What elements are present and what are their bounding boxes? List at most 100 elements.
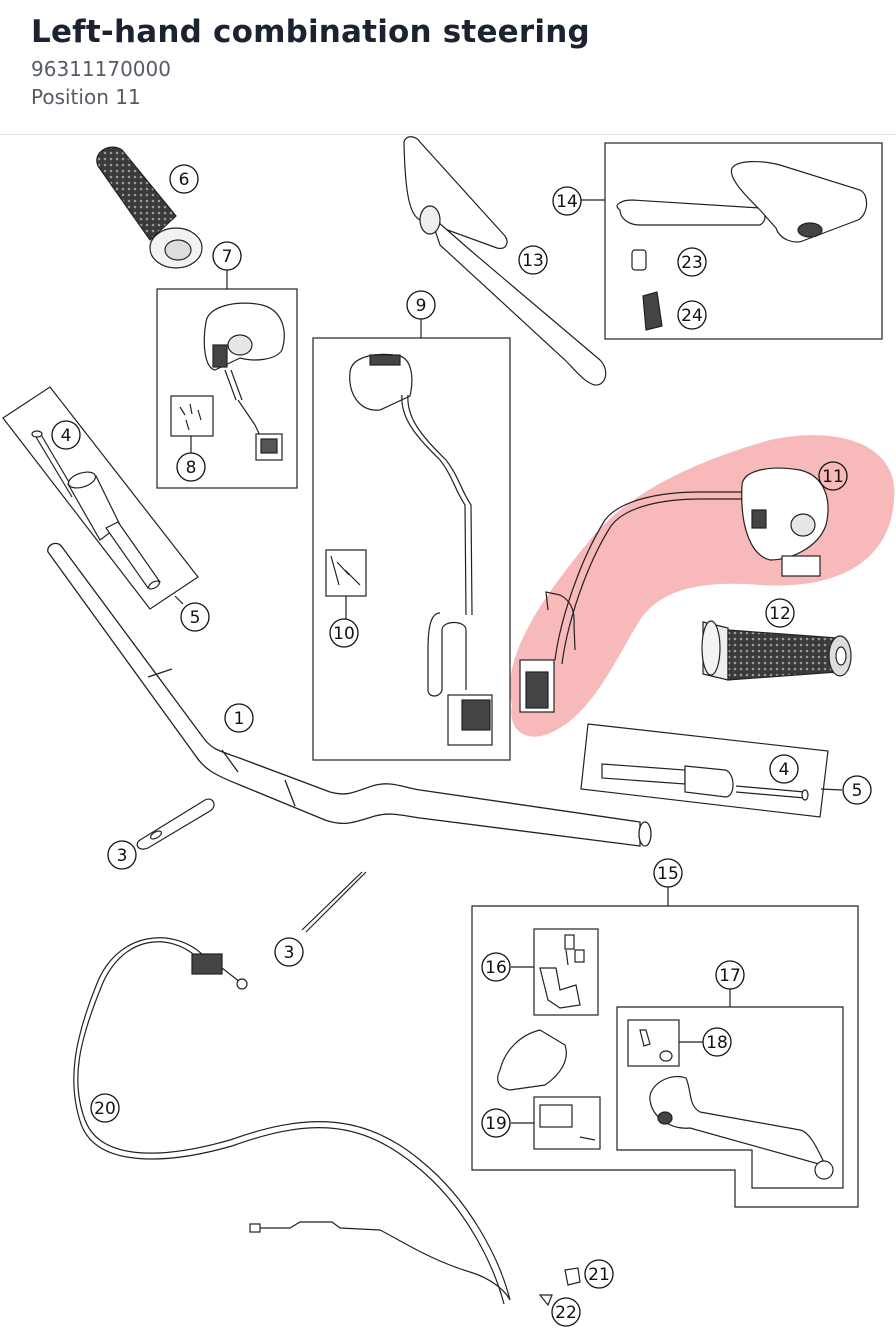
switch-9-drawing	[330, 353, 493, 746]
box-part-16	[533, 928, 599, 1016]
callout-c17[interactable]: 17	[715, 960, 745, 990]
callout-label: 22	[555, 1303, 577, 1323]
callout-label: 11	[822, 467, 844, 487]
callout-c4a[interactable]: 4	[51, 420, 81, 450]
callout-c24[interactable]: 24	[677, 300, 707, 330]
callout-circle	[212, 241, 242, 271]
callout-circle	[176, 452, 206, 482]
grip-right-drawing	[701, 620, 852, 681]
callout-circle	[677, 247, 707, 277]
callout-c1[interactable]: 1	[224, 703, 254, 733]
callout-circle	[107, 840, 137, 870]
callout-label: 15	[657, 864, 679, 884]
callout-label: 12	[769, 604, 791, 624]
callout-circle	[329, 618, 359, 648]
cable-tie-drawing	[301, 871, 367, 933]
callout-circle	[90, 1093, 120, 1123]
callout-label: 4	[779, 760, 790, 780]
callout-c9[interactable]: 9	[406, 290, 436, 320]
callout-circle	[224, 703, 254, 733]
callout-label: 5	[190, 608, 201, 628]
callout-label: 21	[588, 1265, 610, 1285]
callout-c23[interactable]: 23	[677, 247, 707, 277]
position-label: Position 11	[31, 85, 141, 109]
box-part-15	[471, 905, 859, 1208]
callout-c5b[interactable]: 5	[842, 775, 872, 805]
bar-end-right-drawing	[601, 763, 809, 801]
callout-c8[interactable]: 8	[176, 452, 206, 482]
box-part-5-right	[580, 723, 829, 818]
lever-14-drawing	[616, 161, 868, 331]
callout-label: 10	[333, 624, 355, 644]
callout-label: 20	[94, 1099, 116, 1119]
callout-circle	[677, 300, 707, 330]
clutch-cable-drawing	[73, 937, 581, 1307]
callout-label: 3	[284, 943, 295, 963]
callout-c13[interactable]: 13	[518, 245, 548, 275]
callout-circle	[842, 775, 872, 805]
callout-c6[interactable]: 6	[169, 164, 199, 194]
callout-circle	[406, 290, 436, 320]
callout-circle	[702, 1027, 732, 1057]
callout-circle	[765, 598, 795, 628]
callout-c7[interactable]: 7	[212, 241, 242, 271]
callout-c3b[interactable]: 3	[274, 937, 304, 967]
callout-label: 3	[117, 846, 128, 866]
callout-c15[interactable]: 15	[653, 858, 683, 888]
callout-c11[interactable]: 11	[818, 461, 848, 491]
callout-c21[interactable]: 21	[584, 1259, 614, 1289]
box-part-5-left	[2, 386, 199, 610]
callout-circle	[552, 186, 582, 216]
callout-label: 18	[706, 1033, 728, 1053]
callout-circle	[653, 858, 683, 888]
bar-end-left-drawing	[31, 430, 161, 590]
callout-c3a[interactable]: 3	[107, 840, 137, 870]
callout-c14[interactable]: 14	[552, 186, 582, 216]
callout-c10[interactable]: 10	[329, 618, 359, 648]
callout-circle	[584, 1259, 614, 1289]
part-number: 96311170000	[31, 57, 171, 81]
callout-label: 23	[681, 253, 703, 273]
switch-11-drawing	[519, 467, 829, 713]
callout-c20[interactable]: 20	[90, 1093, 120, 1123]
callout-circle	[551, 1297, 581, 1327]
page-header: Left-hand combination steering 963111700…	[0, 0, 896, 135]
callout-circle	[481, 952, 511, 982]
callout-c5a[interactable]: 5	[180, 602, 210, 632]
grip-left-drawing	[96, 146, 203, 269]
callout-label: 1	[234, 709, 245, 729]
callout-label: 5	[852, 781, 863, 801]
callout-circle	[169, 164, 199, 194]
callout-circle	[715, 960, 745, 990]
mirror-13-drawing	[403, 136, 607, 386]
callout-label: 16	[485, 958, 507, 978]
callout-circle	[274, 937, 304, 967]
leader-lines	[174, 199, 843, 1124]
callout-circle	[481, 1108, 511, 1138]
callout-label: 13	[522, 251, 544, 271]
callout-label: 24	[681, 306, 703, 326]
callout-circle	[818, 461, 848, 491]
callout-circle	[51, 420, 81, 450]
page-title: Left-hand combination steering	[31, 14, 590, 50]
callout-c19[interactable]: 19	[481, 1108, 511, 1138]
handlebar-drawing	[47, 542, 652, 847]
callout-label: 4	[61, 426, 72, 446]
callout-c16[interactable]: 16	[481, 952, 511, 982]
box-part-17	[616, 1006, 844, 1189]
callout-label: 9	[416, 296, 427, 316]
box-part-14	[604, 142, 883, 340]
callout-c12[interactable]: 12	[765, 598, 795, 628]
callout-c4b[interactable]: 4	[769, 754, 799, 784]
callout-label: 7	[222, 247, 233, 267]
box-part-18	[627, 1019, 680, 1067]
box-part-9	[312, 337, 511, 761]
callout-label: 14	[556, 192, 578, 212]
callout-c22[interactable]: 22	[551, 1297, 581, 1327]
clutch-assembly-drawing	[497, 934, 834, 1180]
callout-circle	[180, 602, 210, 632]
callout-c18[interactable]: 18	[702, 1027, 732, 1057]
callout-label: 19	[485, 1114, 507, 1134]
callout-label: 8	[186, 458, 197, 478]
